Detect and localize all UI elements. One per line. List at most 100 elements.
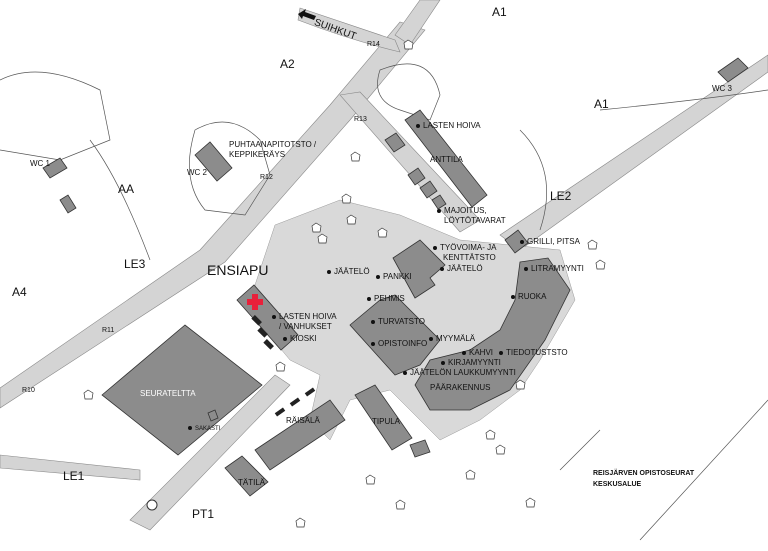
tree-icon [350, 151, 361, 162]
building-small-3 [419, 180, 438, 199]
building-small-1 [384, 132, 406, 153]
building-raisala [254, 399, 346, 471]
building-small-2 [407, 167, 426, 186]
tree-icon [595, 259, 606, 270]
keppikerays-label: KEPPIKERÄYS [229, 150, 286, 159]
grilli-label: GRILLI, PITSA [520, 237, 580, 246]
kioski-label: KIOSKI [283, 334, 317, 343]
well-icon [146, 499, 158, 511]
building-raisala-label: RÄISÄLÄ [286, 416, 320, 425]
building-wc3 [717, 57, 749, 83]
wc3-label: WC 3 [712, 84, 732, 93]
road-r13: R13 [354, 116, 367, 123]
bench [289, 397, 301, 407]
building-paarakennus-label: PÄÄRAKENNUS [430, 383, 491, 392]
map-title: REISJÄRVEN OPISTOSEURAT [593, 470, 695, 477]
bench [263, 339, 274, 350]
area-aa: AA [118, 182, 135, 196]
kahvi-label: KAHVI [462, 348, 493, 357]
building-wc1 [42, 157, 68, 179]
tree-icon [465, 469, 476, 480]
arrow-left-icon [298, 9, 316, 20]
opistoinfo-label: OPISTOINFO [371, 339, 427, 348]
loytotavarat-label: LÖYTÖTAVARAT [444, 216, 506, 225]
main-road [0, 21, 426, 409]
tree-icon [395, 499, 406, 510]
building-tyovoima [392, 239, 446, 299]
litramyynti-label: LITRAMYYNTI [524, 264, 584, 273]
kenttatsto-label: KENTTÄTSTO [443, 253, 496, 262]
tyovoima-label: TYÖVOIMA- JA [433, 243, 496, 252]
wc1-label: WC 1 [30, 159, 50, 168]
bench [274, 407, 286, 417]
majoitus-label: MAJOITUS, [437, 206, 487, 215]
north-road [394, 0, 441, 46]
tree-icon [295, 517, 306, 528]
tree-icons [83, 39, 606, 528]
area-a2: A2 [280, 57, 295, 71]
tree-icon [525, 497, 536, 508]
tree-icon [587, 239, 598, 250]
jaatelo-1-label: JÄÄTELÖ [327, 267, 370, 276]
tree-icon [317, 233, 328, 244]
bench [257, 327, 268, 338]
building-tipula-label: TIPULA [372, 417, 401, 426]
lasten-hoiva-2-label: LASTEN HOIVA [272, 312, 337, 321]
area-a1-top: A1 [492, 5, 507, 19]
myymala-label: MYYMÄLÄ [429, 334, 475, 343]
building-seurateltta-label: SEURATELTTA [140, 389, 196, 398]
area-pt1: PT1 [192, 507, 215, 521]
map-subtitle: KESKUSALUE [593, 481, 642, 488]
jaatelo-2-label: JÄÄTELÖ [440, 264, 483, 273]
tree-icon [346, 214, 357, 225]
suihkut-road [297, 7, 401, 53]
area-a1-right: A1 [594, 97, 609, 111]
pankki-label: PANKKI [376, 272, 412, 281]
tree-icon [495, 444, 506, 455]
puhtaanapito-label: PUHTAANAPITOTSTO / [229, 140, 317, 149]
lasten-hoiva-label: LASTEN HOIVA [416, 121, 481, 130]
tree-icon [365, 474, 376, 485]
building-tatila [224, 455, 269, 497]
road-r10: R10 [22, 387, 35, 394]
area-le2: LE2 [550, 189, 572, 203]
tree-icon [341, 193, 352, 204]
building-small-4 [409, 439, 431, 458]
r13-road [339, 91, 481, 233]
jaatelon-laukkumyynti-label: JÄÄTELÖN LAUKKUMYYNTI [403, 368, 516, 377]
tree-icon [311, 222, 322, 233]
first-aid-label: ENSIAPU [207, 262, 269, 278]
roads [0, 0, 768, 531]
building-shed [59, 194, 77, 214]
pehmis-label: PEHMIS [367, 294, 405, 303]
ruoka-label: RUOKA [511, 292, 546, 301]
building-seurateltta [101, 324, 263, 456]
benches [251, 315, 316, 417]
sakasti-label: SAKASTI [188, 425, 220, 434]
area-le3: LE3 [124, 257, 146, 271]
tree-icon [485, 429, 496, 440]
building-anttila-label: ANTTILA [430, 155, 463, 164]
tree-icon [403, 39, 414, 50]
road-r14: R14 [367, 41, 380, 48]
tree-icon [275, 361, 286, 372]
bench [304, 387, 316, 397]
tree-icon [377, 227, 388, 238]
south-road [129, 374, 291, 531]
wc2-label: WC 2 [187, 168, 207, 177]
area-a4: A4 [12, 285, 27, 299]
tree-icon [83, 389, 94, 400]
vanhukset-label: / VANHUKSET [279, 322, 332, 331]
first-aid-cross-icon [247, 294, 263, 310]
bench [251, 315, 262, 326]
parcel-outlines [0, 63, 768, 541]
turvatsto-label: TURVATSTO [371, 317, 425, 326]
building-tipula [354, 384, 413, 451]
kirjamyynti-label: KIRJAMYYNTI [441, 358, 501, 367]
building-tatila-label: TÄTILÄ [238, 478, 266, 487]
building-sakasti [207, 409, 219, 422]
building-anttila [404, 109, 488, 208]
road-r11: R11 [102, 327, 115, 334]
road-r12: R12 [260, 174, 273, 181]
